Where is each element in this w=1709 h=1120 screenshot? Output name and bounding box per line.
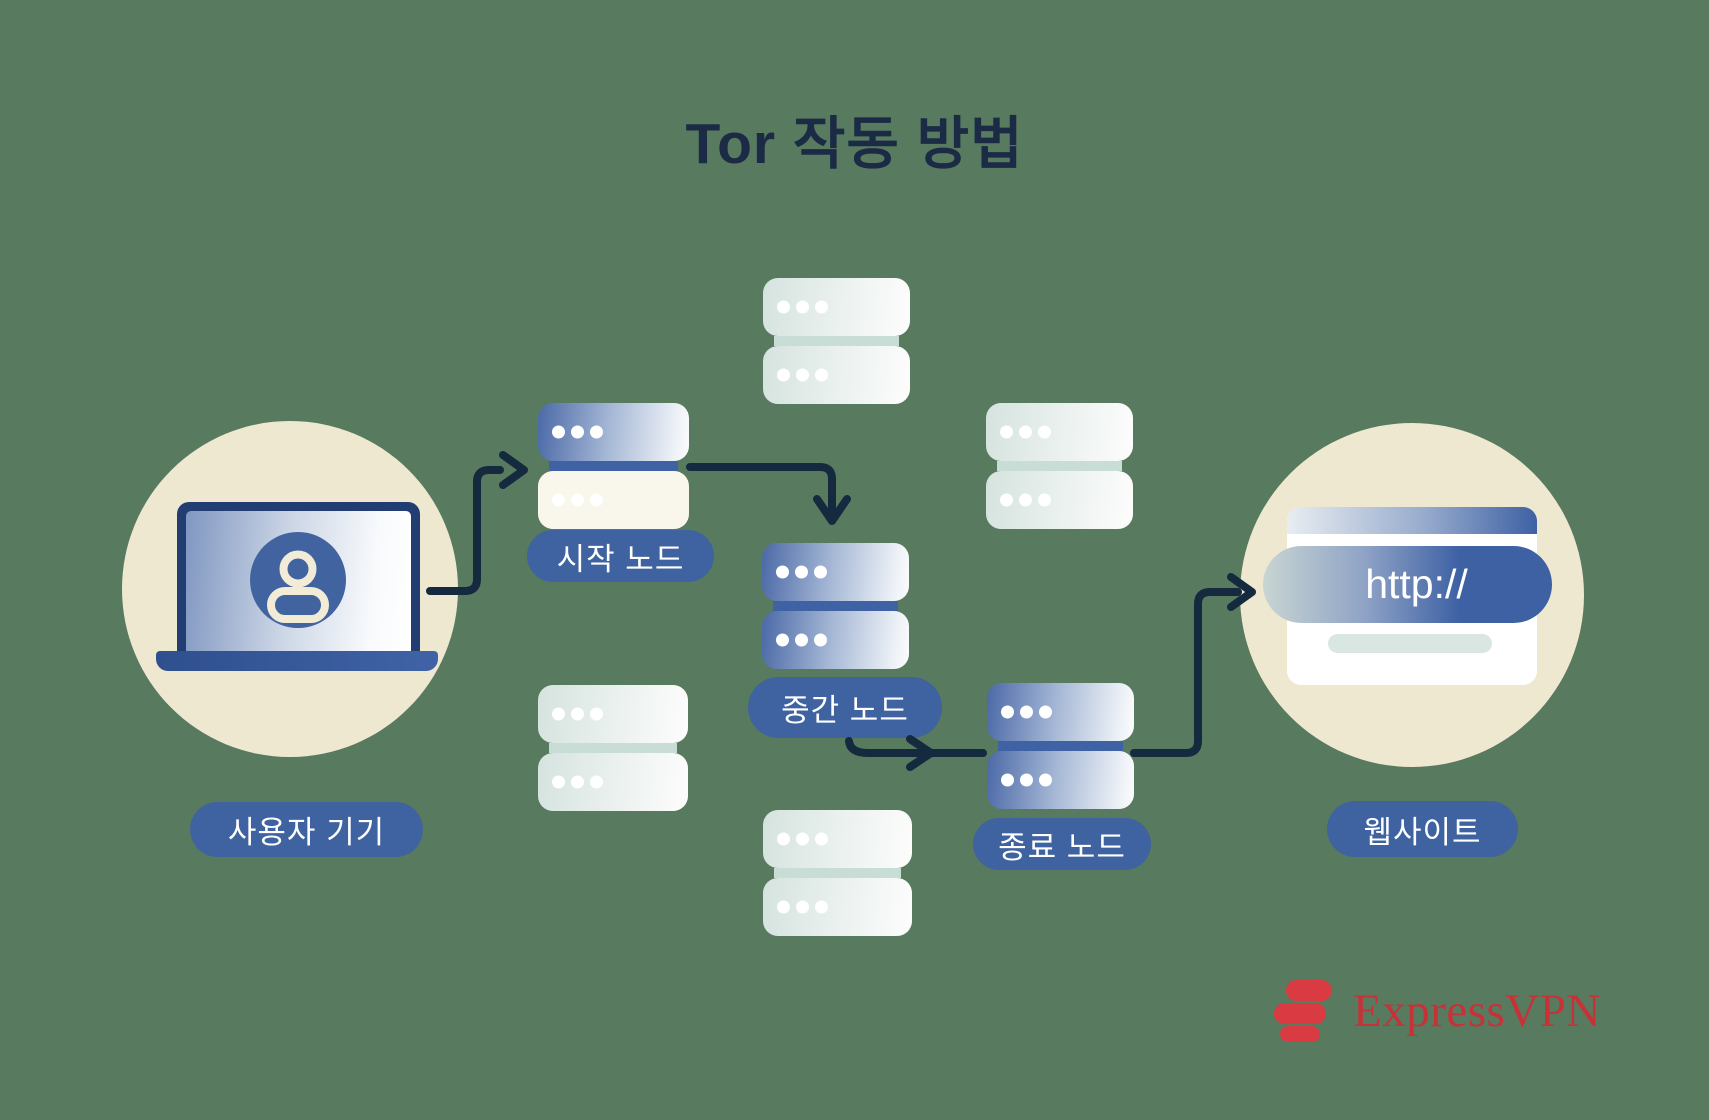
entry-node-server-icon <box>538 403 689 529</box>
server-unit <box>538 685 688 743</box>
exit-node-server-icon <box>987 683 1134 809</box>
relay-server-icon <box>986 403 1133 529</box>
server-lights-icon <box>552 493 603 507</box>
server-lights-icon <box>1001 705 1052 719</box>
server-lights-icon <box>777 900 828 914</box>
middle-node-server-icon <box>762 543 909 669</box>
server-band <box>998 741 1123 751</box>
browser-titlebar <box>1287 507 1537 534</box>
server-lights-icon <box>552 775 603 789</box>
label-website: 웹사이트 <box>1327 801 1518 857</box>
server-unit <box>987 683 1134 741</box>
server-unit <box>538 403 689 461</box>
user-avatar-icon <box>250 532 346 628</box>
server-band <box>774 336 899 346</box>
server-lights-icon <box>552 707 603 721</box>
server-unit <box>538 471 689 529</box>
server-lights-icon <box>777 300 828 314</box>
brand-name: ExpressVPN <box>1353 985 1601 1037</box>
server-band <box>549 461 678 471</box>
relay-server-icon <box>538 685 688 811</box>
server-unit <box>762 543 909 601</box>
relay-server-icon <box>763 278 910 404</box>
server-lights-icon <box>552 425 603 439</box>
server-band <box>773 601 898 611</box>
url-bar: http:// <box>1263 546 1552 623</box>
server-lights-icon <box>777 832 828 846</box>
server-lights-icon <box>776 565 827 579</box>
server-unit <box>763 346 910 404</box>
label-entry-node: 시작 노드 <box>527 530 714 582</box>
server-lights-icon <box>1001 773 1052 787</box>
server-lights-icon <box>776 633 827 647</box>
server-lights-icon <box>1000 425 1051 439</box>
relay-server-icon <box>763 810 912 936</box>
expressvpn-logo-icon <box>1274 980 1332 1042</box>
page-title: Tor 작동 방법 <box>685 112 1024 176</box>
label-exit-node: 종료 노드 <box>973 818 1151 870</box>
server-unit <box>763 810 912 868</box>
server-unit <box>986 471 1133 529</box>
server-unit <box>763 278 910 336</box>
server-unit <box>987 751 1134 809</box>
server-unit <box>538 753 688 811</box>
server-band <box>774 868 901 878</box>
laptop-base <box>156 651 438 671</box>
server-unit <box>762 611 909 669</box>
browser-content-line <box>1328 634 1492 653</box>
expressvpn-logo: ExpressVPN <box>1273 978 1601 1044</box>
server-unit <box>986 403 1133 461</box>
server-lights-icon <box>777 368 828 382</box>
server-unit <box>763 878 912 936</box>
server-band <box>549 743 677 753</box>
server-lights-icon <box>1000 493 1051 507</box>
server-band <box>997 461 1122 471</box>
label-middle-node: 중간 노드 <box>748 677 942 738</box>
label-user-device: 사용자 기기 <box>190 802 423 857</box>
url-text: http:// <box>1365 561 1468 607</box>
